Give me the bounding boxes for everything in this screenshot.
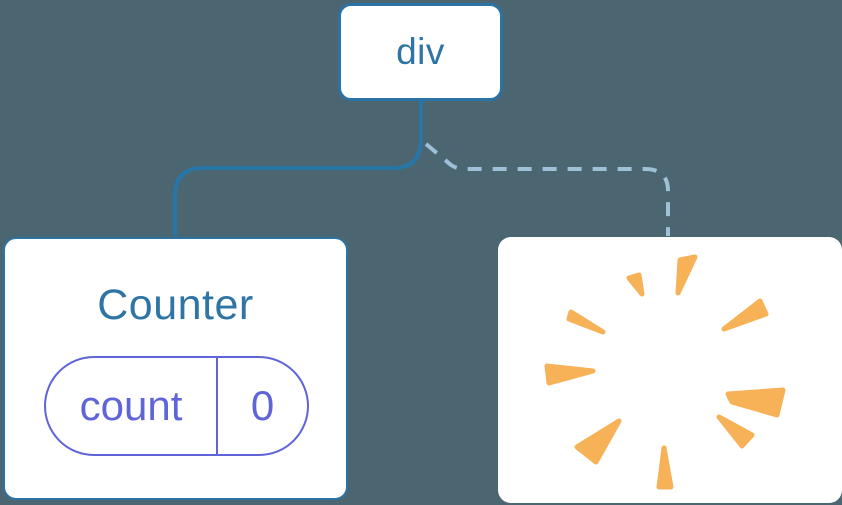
tree-node-counter: Counter count 0: [3, 237, 348, 500]
tree-node-removed: [498, 237, 842, 503]
poof-ray: [544, 363, 596, 386]
tree-node-div: div: [338, 3, 503, 101]
poof-ray: [675, 254, 698, 296]
poof-ray: [574, 418, 622, 465]
poof-ray: [721, 298, 769, 332]
poof-ray: [716, 414, 755, 449]
poof-ray: [656, 445, 674, 490]
edge-div-to-counter: [173, 101, 423, 236]
node-title-counter: Counter: [97, 281, 254, 329]
state-value-label: 0: [250, 382, 275, 429]
state-pill: count 0: [44, 356, 309, 456]
node-label-div: div: [396, 31, 445, 72]
poof-ray: [626, 272, 645, 297]
poof-ray: [725, 387, 786, 418]
poof-ray: [566, 309, 606, 335]
poof-burst-icon: [544, 254, 786, 490]
state-key-label: count: [46, 358, 218, 454]
edge-div-to-removed: [424, 142, 670, 236]
